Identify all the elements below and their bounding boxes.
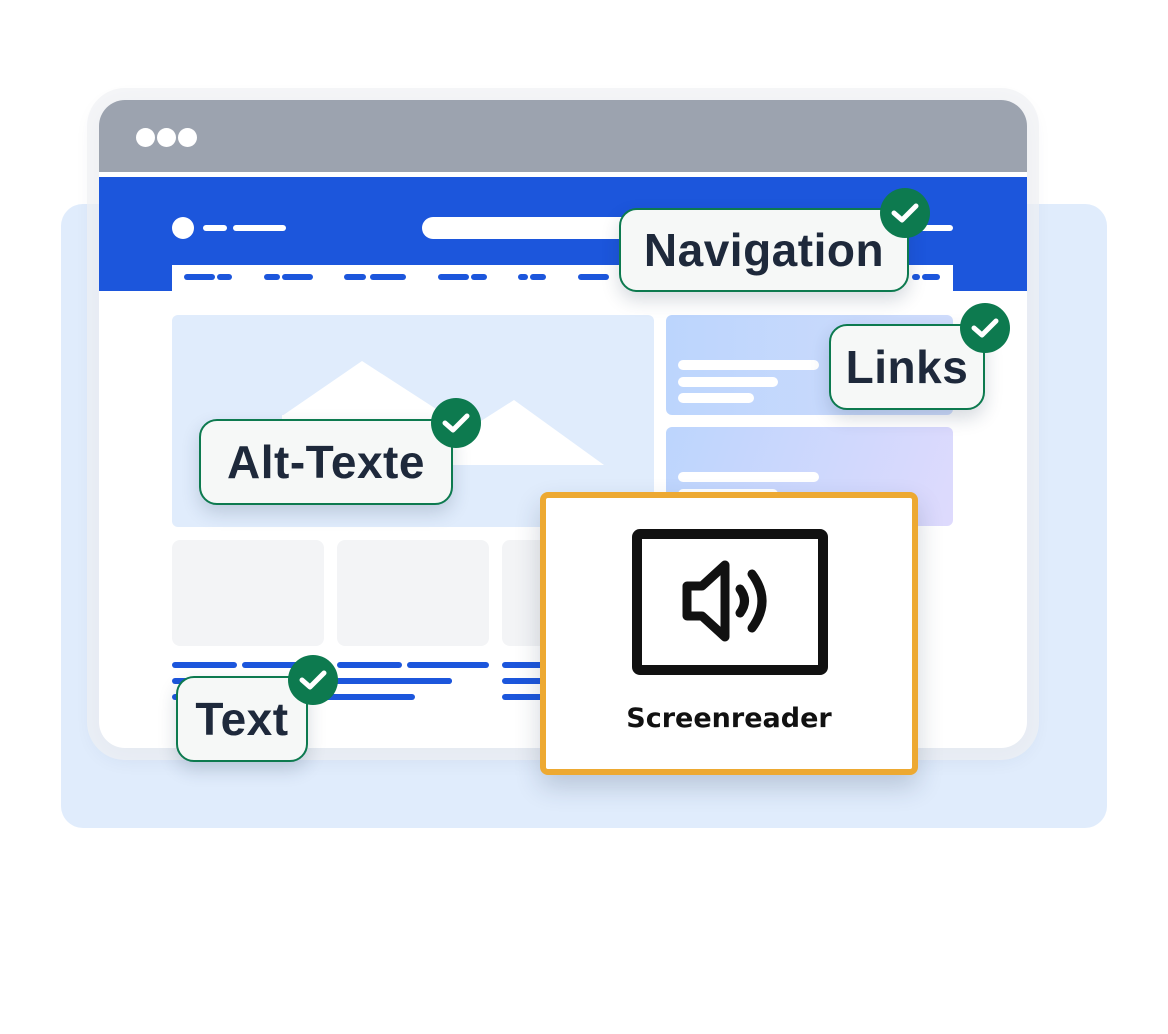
- tag-label: Alt-Texte: [227, 436, 425, 488]
- nav-item-placeholder: [912, 274, 920, 280]
- text-line-placeholder: [678, 360, 819, 370]
- nav-item-placeholder: [578, 274, 609, 280]
- tag-text: Text: [176, 676, 308, 762]
- nav-item-placeholder: [370, 274, 406, 280]
- checkmark-icon: [288, 655, 338, 705]
- text-line-placeholder: [678, 377, 778, 387]
- window-titlebar: [99, 100, 1027, 172]
- search-bar-placeholder: [422, 217, 662, 239]
- tag-links: Links: [829, 324, 985, 410]
- text-line-placeholder: [172, 662, 237, 668]
- nav-item-placeholder: [471, 274, 487, 280]
- tag-navigation: Navigation: [619, 208, 909, 292]
- screenreader-label: Screenreader: [626, 703, 832, 734]
- speaker-screen-icon: [632, 529, 828, 675]
- nav-item-placeholder: [264, 274, 280, 280]
- text-line-placeholder: [678, 472, 819, 482]
- window-dot-icon: [178, 128, 197, 147]
- titlebar-divider: [99, 172, 1027, 176]
- logo-text-placeholder: [233, 225, 286, 231]
- logo-circle-icon: [172, 217, 194, 239]
- text-line-placeholder: [407, 662, 489, 668]
- nav-item-placeholder: [217, 274, 232, 280]
- text-line-placeholder: [502, 678, 552, 684]
- checkmark-icon: [880, 188, 930, 238]
- nav-item-placeholder: [184, 274, 215, 280]
- text-line-placeholder: [337, 662, 402, 668]
- checkmark-icon: [431, 398, 481, 448]
- content-card-placeholder: [172, 540, 324, 646]
- tag-label: Text: [195, 693, 289, 745]
- window-dot-icon: [136, 128, 155, 147]
- text-line-placeholder: [678, 393, 754, 403]
- text-line-placeholder: [242, 662, 302, 668]
- text-line-placeholder: [502, 694, 552, 700]
- text-line-placeholder: [337, 678, 452, 684]
- text-line-placeholder: [502, 662, 552, 668]
- logo-text-placeholder: [203, 225, 227, 231]
- screenreader-card: Screenreader: [540, 492, 918, 775]
- checkmark-icon: [960, 303, 1010, 353]
- content-card-placeholder: [337, 540, 489, 646]
- nav-item-placeholder: [282, 274, 313, 280]
- nav-item-placeholder: [344, 274, 366, 280]
- nav-item-placeholder: [530, 274, 546, 280]
- nav-item-placeholder: [922, 274, 940, 280]
- tag-label: Navigation: [643, 224, 885, 276]
- tag-alt-texte: Alt-Texte: [199, 419, 453, 505]
- tag-label: Links: [845, 341, 969, 393]
- window-dot-icon: [157, 128, 176, 147]
- nav-item-placeholder: [438, 274, 469, 280]
- nav-item-placeholder: [518, 274, 528, 280]
- menu-placeholder: [909, 225, 953, 231]
